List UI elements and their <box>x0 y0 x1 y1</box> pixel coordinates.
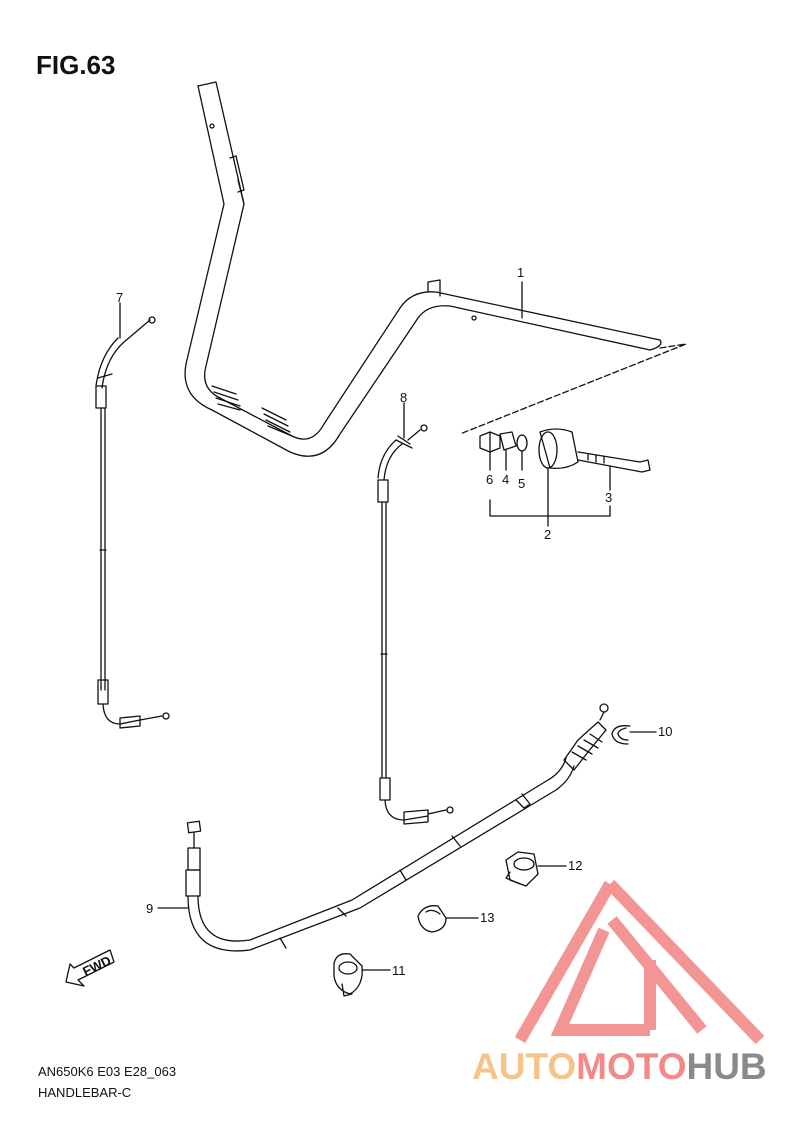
cable-part-9 <box>157 703 609 952</box>
handlebar-part <box>184 81 687 457</box>
callout-1: 1 <box>517 265 524 280</box>
clamp-part-11 <box>333 953 391 997</box>
callout-5: 5 <box>518 476 525 491</box>
fwd-arrow <box>65 949 115 987</box>
callout-6: 6 <box>486 472 493 487</box>
fwd-label: FWD <box>80 953 113 979</box>
watermark-part-moto: MOTO <box>576 1046 687 1087</box>
callout-8: 8 <box>400 390 407 405</box>
callout-labels: 1 2 3 4 5 6 7 8 9 10 11 12 13 FWD <box>80 265 672 979</box>
callout-11: 11 <box>392 963 406 978</box>
callout-3: 3 <box>605 490 612 505</box>
figure-name: HANDLEBAR-C <box>38 1085 132 1100</box>
callout-13: 13 <box>480 910 494 925</box>
figure-code: AN650K6 E03 E28_063 <box>38 1064 177 1079</box>
clamp-part-12 <box>505 851 567 887</box>
callout-4: 4 <box>502 472 509 487</box>
bar-end-assembly <box>479 428 651 527</box>
cable-part-7 <box>95 302 170 729</box>
watermark-part-hub: HUB <box>686 1046 767 1087</box>
callout-7: 7 <box>116 290 123 305</box>
callout-12: 12 <box>568 858 582 873</box>
figure-title: FIG.63 <box>36 50 116 80</box>
clip-part-10 <box>611 725 657 745</box>
watermark-logo-icon <box>514 879 765 1045</box>
callout-10: 10 <box>658 724 672 739</box>
clamp-part-13 <box>417 905 479 933</box>
watermark-part-auto: AUTO <box>472 1046 577 1087</box>
callout-2: 2 <box>544 527 551 542</box>
watermark-text: AUTOMOTOHUB <box>472 1046 767 1088</box>
callout-9: 9 <box>146 901 153 916</box>
cable-part-8 <box>377 402 454 825</box>
